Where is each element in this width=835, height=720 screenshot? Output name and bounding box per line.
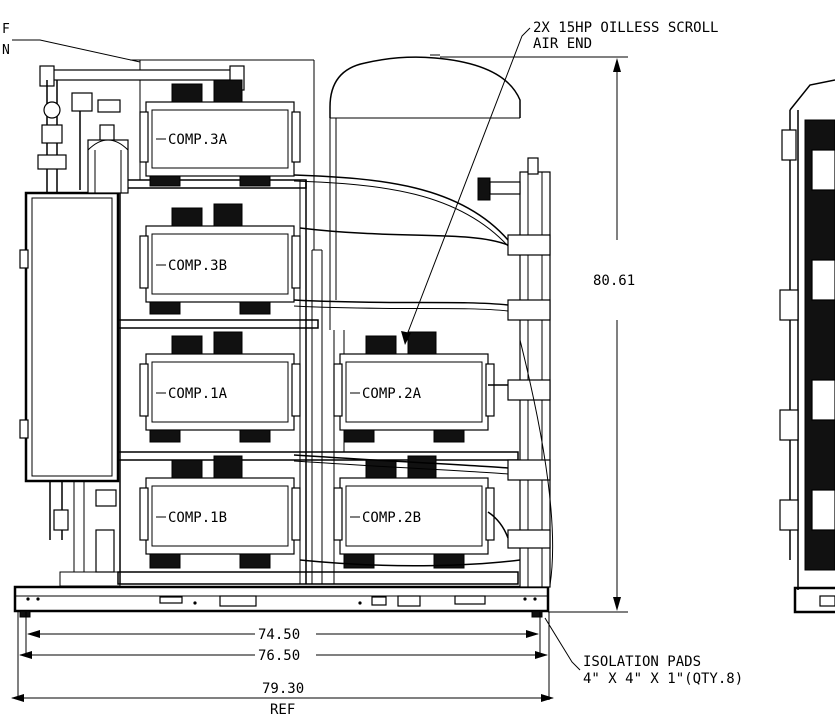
callout-top-left-2: N: [2, 43, 10, 58]
callouts: F N 2X 15HP OILLESS SCROLL AIR END ISOLA…: [2, 20, 743, 687]
dimension-height: 80.61: [593, 273, 635, 289]
side-view: [779, 79, 835, 614]
compressor-label: COMP.3A: [168, 132, 228, 148]
compressor-module-1a: [139, 331, 301, 443]
base-skid: [13, 585, 550, 618]
callout-air-end-line-2: AIR END: [533, 36, 592, 52]
top-piping: [37, 65, 245, 194]
callout-pads-line-1: ISOLATION PADS: [583, 654, 701, 670]
compressor-label: COMP.3B: [168, 258, 227, 274]
compressor-labels: COMP.3A COMP.3B COMP.1A COMP.2A COMP.1B …: [156, 132, 422, 526]
dimension-width-outer: 79.30: [262, 681, 304, 697]
dimensions: 80.61 74.50 76.50 79.30 REF: [11, 56, 635, 718]
dimension-width-mid: 76.50: [258, 648, 300, 664]
control-panel: [19, 191, 120, 573]
dimension-width-inner: 74.50: [258, 627, 300, 643]
callout-top-left-1: F: [2, 22, 10, 37]
compressor-module-2b: [333, 455, 495, 569]
compressor-label: COMP.1A: [168, 386, 228, 402]
manifold-and-hoses: [293, 157, 554, 588]
compressor-module-1b: [139, 455, 301, 569]
dimension-width-outer-note: REF: [270, 702, 295, 718]
compressor-modules: [139, 79, 495, 569]
compressor-label: COMP.2B: [362, 510, 421, 526]
receiver-tank: [329, 54, 521, 330]
compressor-label: COMP.2A: [362, 386, 422, 402]
compressor-module-2a: [333, 331, 495, 443]
compressor-label: COMP.1B: [168, 510, 227, 526]
callout-pads-line-2: 4" X 4" X 1"(QTY.8): [583, 671, 743, 687]
callout-air-end-line-1: 2X 15HP OILLESS SCROLL: [533, 20, 718, 36]
compressor-module-3b: [139, 203, 301, 315]
compressor-module-3a: [139, 79, 301, 187]
